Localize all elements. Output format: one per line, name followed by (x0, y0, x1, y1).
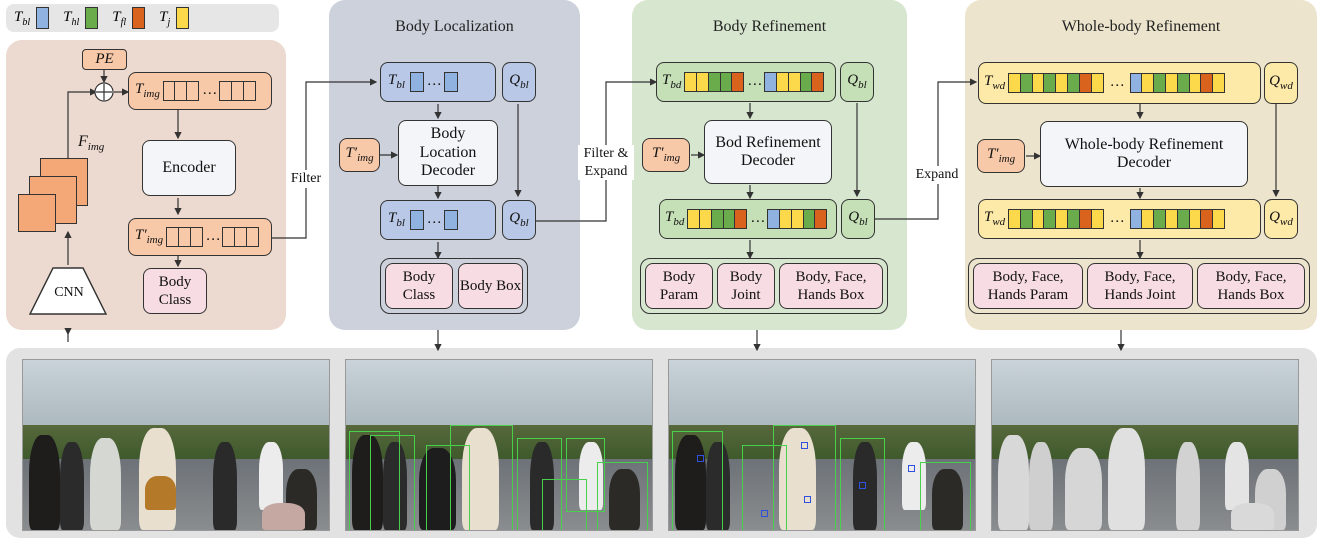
bod-refinement-decoder: Bod Refinement Decoder (704, 120, 832, 184)
stage3-output-param: Body, Face, Hands Param (973, 263, 1083, 309)
whole-body-refinement-decoder: Whole-body Refinement Decoder (1040, 121, 1248, 187)
legend-swatch-yellow (176, 7, 190, 29)
legend-item-tj: Tj (159, 7, 190, 29)
stage2-q-bl-bottom: Qbl (841, 199, 875, 239)
stage1-t-img-prime: T′img (339, 138, 380, 172)
t-img-prime-token-box: T′img … (128, 218, 272, 256)
stage1-q-bl-top: Qbl (502, 62, 536, 102)
stage2-output-group (640, 258, 888, 314)
f-img-label: Fimg (78, 133, 105, 154)
stage2-t-bd-bottom: Tbd … (659, 199, 837, 239)
stage3-output-joint: Body, Face, Hands Joint (1087, 263, 1193, 309)
body-location-decoder: Body Location Decoder (398, 120, 498, 186)
legend-swatch-green (85, 7, 99, 29)
legend-item-tbl: Tbl (14, 7, 50, 29)
pe-box: PE (82, 49, 127, 70)
stage1-output-body-class: Body Class (385, 263, 453, 309)
body-localization-title: Body Localization (395, 18, 514, 35)
stage3-t-img-prime: T′img (977, 139, 1025, 173)
stage3-q-wd-top: Qwd (1264, 62, 1298, 104)
encoder-box: Encoder (142, 140, 236, 196)
input-photo (22, 359, 330, 531)
body-refinement-photo (668, 359, 976, 531)
stage1-t-bl-bottom: Tbl … (380, 200, 496, 240)
cnn-trapezoid (28, 267, 108, 315)
stage3-output-group (968, 258, 1310, 314)
stage1-output-group (380, 258, 528, 314)
stage3-t-wd-top: Twd … (978, 62, 1261, 104)
t-img-token-box: Timg … (128, 72, 272, 110)
stage2-output-body-param: Body Param (645, 263, 713, 309)
body-class-output-backbone: Body Class (143, 268, 207, 314)
stage3-t-wd-bottom: Twd … (978, 199, 1261, 239)
legend-item-thl: Thl (63, 7, 99, 29)
feature-map-1 (18, 194, 56, 232)
legend-swatch-orange (132, 7, 146, 29)
stage3-output-box: Body, Face, Hands Box (1197, 263, 1305, 309)
stage2-output-body-joint: Body Joint (717, 263, 775, 309)
body-refinement-title: Body Refinement (712, 18, 827, 35)
stage2-output-box: Body, Face, Hands Box (779, 263, 883, 309)
body-localization-photo (345, 359, 653, 531)
whole-body-refinement-title: Whole-body Refinement (1061, 18, 1221, 35)
legend-item-tfl: Tfl (112, 7, 146, 29)
whole-body-refinement-photo (991, 359, 1299, 531)
stage1-output-body-box: Body Box (458, 263, 523, 309)
stage2-t-img-prime: T′img (642, 138, 690, 172)
stage2-t-bd-top: Tbd … (656, 62, 836, 102)
stage1-t-bl-top: Tbl … (380, 62, 496, 102)
legend-items: Tbl Thl Tfl Tj (14, 7, 279, 29)
filter-label: Filter (286, 170, 326, 188)
filter-expand-label: Filter & Expand (578, 145, 634, 180)
stage3-q-wd-bottom: Qwd (1264, 199, 1298, 239)
cnn-label: CNN (54, 285, 84, 300)
legend-swatch-blue (36, 7, 50, 29)
expand-label: Expand (910, 166, 964, 184)
stage2-q-bl-top: Qbl (840, 62, 874, 102)
stage1-q-bl-bottom: Qbl (502, 200, 536, 240)
